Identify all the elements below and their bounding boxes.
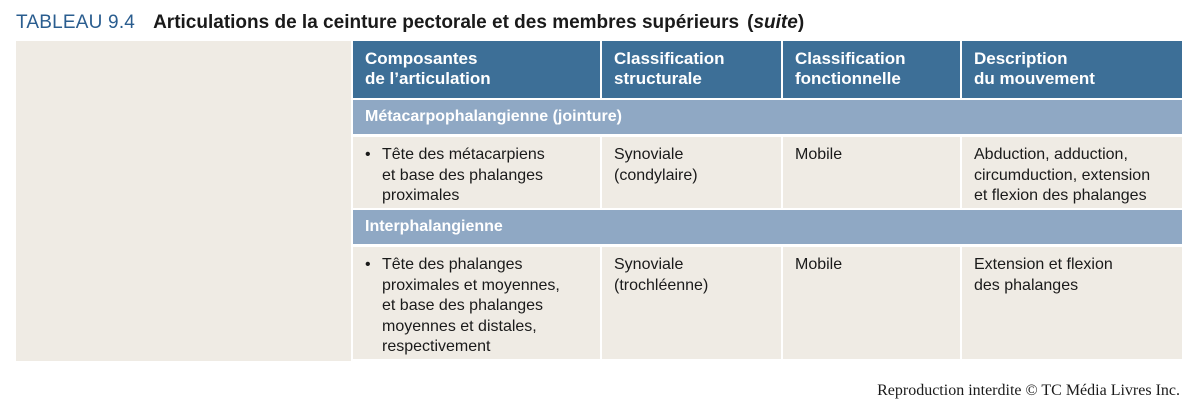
header-structural-line2: structurale [614, 69, 702, 88]
header-structural-line1: Classification [614, 49, 725, 68]
header-description: Description du mouvement [962, 41, 1182, 98]
header-components-line1: Composantes [365, 49, 478, 68]
structural-line: (trochléenne) [614, 276, 709, 294]
description-line: des phalanges [974, 276, 1079, 294]
header-description-line2: du mouvement [974, 69, 1095, 88]
structural-line: (condylaire) [614, 166, 698, 184]
description-line: circumduction, extension [974, 166, 1151, 184]
header-functional-line1: Classification [795, 49, 906, 68]
cell-description: Abduction, adduction, circumduction, ext… [962, 137, 1182, 208]
header-description-line1: Description [974, 49, 1068, 68]
table-title: TABLEAU 9.4 Articulations de la ceinture … [16, 11, 804, 35]
cell-structural: Synoviale (condylaire) [602, 137, 783, 208]
articulation-table: Composantes de l’articulation Classifica… [353, 41, 1182, 359]
table-row: • Tête des phalanges proximales et moyen… [353, 247, 1182, 359]
cell-functional: Mobile [783, 137, 962, 208]
components-line: proximales et moyennes, [382, 276, 560, 294]
header-components-line2: de l’articulation [365, 69, 491, 88]
header-functional: Classification fonctionnelle [783, 41, 962, 98]
header-structural: Classification structurale [602, 41, 783, 98]
cell-components: • Tête des phalanges proximales et moyen… [353, 247, 602, 359]
header-components: Composantes de l’articulation [353, 41, 602, 98]
description-line: Extension et flexion [974, 256, 1113, 273]
table-number: TABLEAU 9.4 [16, 12, 136, 33]
cell-structural: Synoviale (trochléenne) [602, 247, 783, 359]
components-line: moyennes et distales, [382, 317, 537, 335]
table-continued: (suite) [747, 12, 805, 33]
components-line: Tête des métacarpiens [382, 146, 545, 163]
description-line: Abduction, adduction, [974, 146, 1128, 163]
table-header-row: Composantes de l’articulation Classifica… [353, 41, 1182, 98]
continued-label: suite [753, 12, 798, 33]
components-line: et base des phalanges [382, 297, 544, 314]
components-line: Tête des phalanges [382, 256, 523, 273]
group-header-interphalangeal: Interphalangienne [353, 210, 1182, 244]
copyright-notice: Reproduction interdite © TC Média Livres… [877, 382, 1180, 399]
table-heading: Articulations de la ceinture pectorale e… [153, 12, 740, 33]
header-functional-line2: fonctionnelle [795, 69, 901, 88]
functional-line: Mobile [795, 146, 843, 163]
components-line: proximales [382, 187, 460, 204]
table-row: • Tête des métacarpiens et base des phal… [353, 137, 1182, 208]
components-line: et base des phalanges [382, 166, 544, 184]
group-header-metacarpophalangeal: Métacarpophalangienne (jointure) [353, 100, 1182, 134]
cell-description: Extension et flexion des phalanges [962, 247, 1182, 359]
structural-line: Synoviale [614, 146, 684, 163]
description-line: et flexion des phalanges [974, 187, 1147, 204]
cell-functional: Mobile [783, 247, 962, 359]
side-panel [16, 41, 351, 361]
cell-components: • Tête des métacarpiens et base des phal… [353, 137, 602, 208]
bullet-icon: • [365, 256, 371, 273]
functional-line: Mobile [795, 256, 843, 273]
bullet-icon: • [365, 146, 371, 163]
components-line: respectivement [382, 338, 491, 355]
structural-line: Synoviale [614, 256, 684, 273]
